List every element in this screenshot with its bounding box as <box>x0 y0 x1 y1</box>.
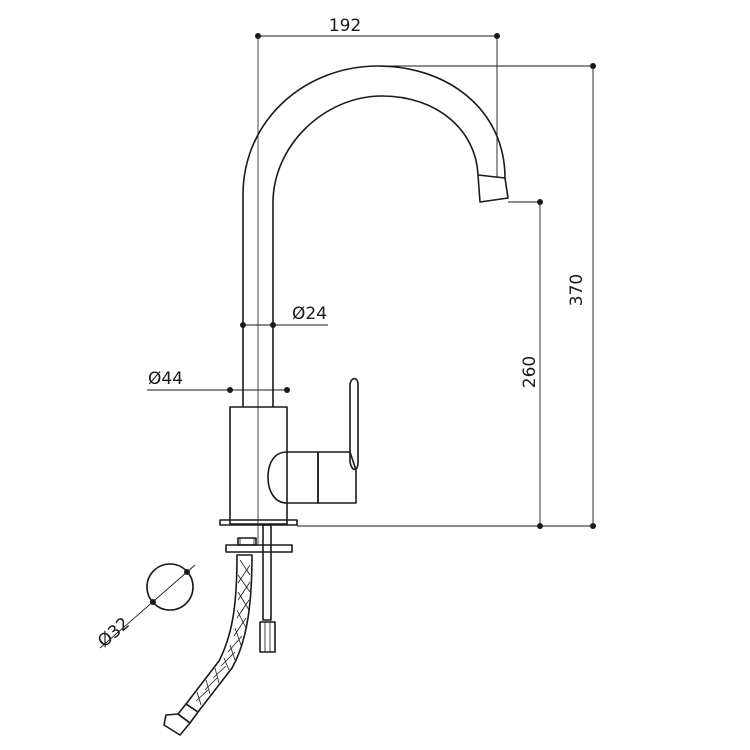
mounting-hole-circle <box>146 563 194 611</box>
dimension-label-d24: Ø24 <box>292 304 327 324</box>
dimension-hole-diameter: Ø32 <box>94 563 196 652</box>
dimension-spout-reach: 192 <box>255 16 500 178</box>
base-plate <box>219 519 298 526</box>
dimension-label-192: 192 <box>329 16 361 36</box>
dimension-label-370: 370 <box>567 274 587 306</box>
dimension-spout-height: 260 <box>508 199 543 529</box>
lever-base <box>317 451 357 504</box>
dimension-label-d44: Ø44 <box>148 369 183 389</box>
dimension-label-d32: Ø32 <box>94 614 134 652</box>
dimension-label-260: 260 <box>520 356 540 388</box>
spout-inner-edge <box>272 95 479 407</box>
mixer-housing <box>267 451 319 504</box>
faucet-outline <box>219 65 509 526</box>
braided-hose <box>185 554 253 713</box>
faucet-body <box>229 406 288 525</box>
mounting-parts <box>163 524 293 736</box>
stud-fitting <box>259 621 276 653</box>
hose-nut <box>163 713 191 736</box>
dimension-body-diameter: Ø44 <box>147 369 290 393</box>
mounting-washer <box>225 544 293 553</box>
threaded-stud <box>262 524 272 621</box>
mounting-nut <box>237 537 257 546</box>
spout-aerator <box>477 174 509 203</box>
lever-handle <box>349 377 359 471</box>
dimension-total-height: 370 <box>380 63 596 529</box>
dimension-spout-diameter: Ø24 <box>240 304 328 328</box>
hose-fitting <box>177 703 199 724</box>
spout-outer-edge <box>242 65 506 407</box>
